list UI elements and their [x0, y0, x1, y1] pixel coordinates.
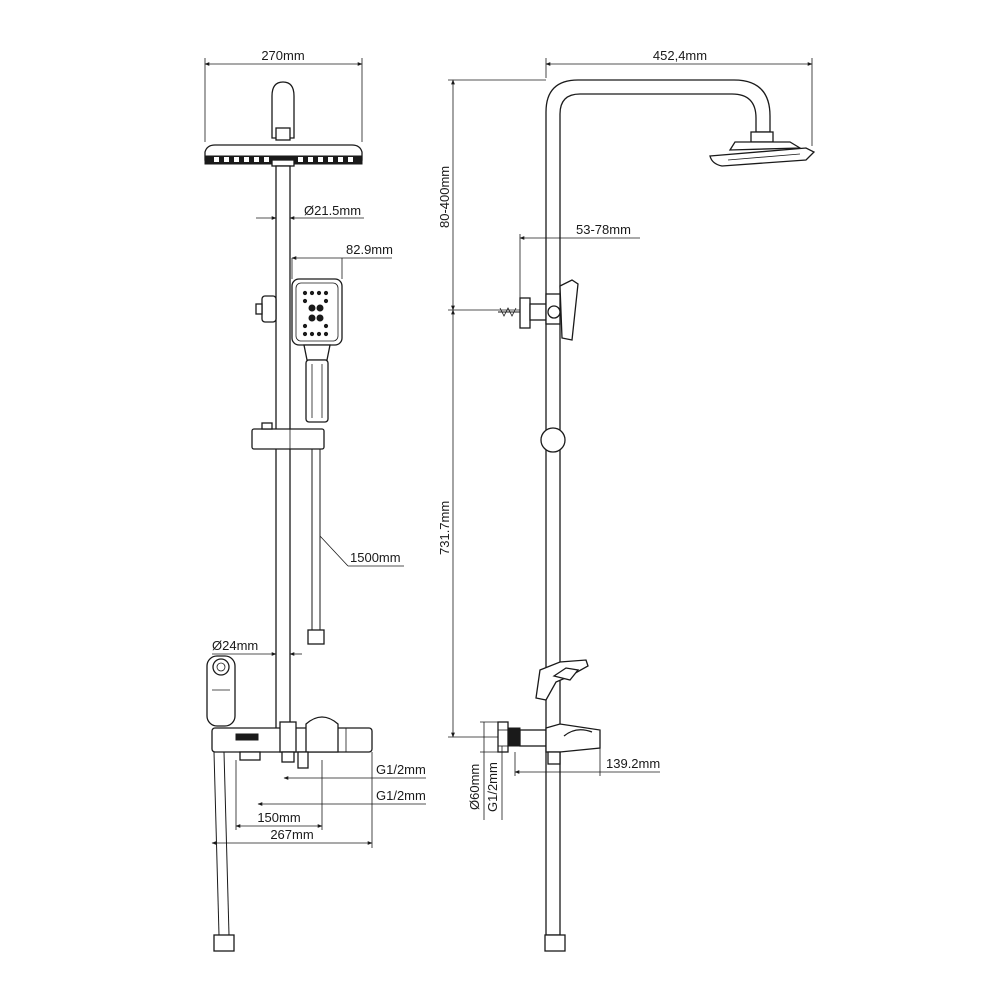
- side-view: 452,4mm 53-78mm 80-400mm 731.7mm 139.2mm…: [437, 48, 816, 952]
- dim-side-thread: G1/2mm: [485, 762, 500, 812]
- front-view: 270mm Ø21.5mm 82.9mm 1500mm Ø24mm G1/2mm…: [204, 48, 426, 952]
- dim-hose-length: 1500mm: [350, 550, 401, 565]
- front-rain-shower-head: [204, 144, 363, 167]
- side-rain-shower-head: [709, 141, 816, 167]
- dim-inlet-thread-1: G1/2mm: [376, 762, 426, 777]
- dim-hand-shower-width: 82.9mm: [346, 242, 393, 257]
- side-mixer: [497, 721, 601, 765]
- dim-upper-height: 80-400mm: [437, 166, 452, 228]
- dim-head-width: 270mm: [261, 48, 304, 63]
- side-riser-and-arm: [545, 79, 774, 936]
- dim-pipe-diameter-top: Ø21.5mm: [304, 203, 361, 218]
- side-slider-knob: [540, 427, 566, 453]
- front-shower-hose: [307, 449, 325, 645]
- dim-lower-height: 731.7mm: [437, 501, 452, 555]
- front-diverter-knob: [255, 295, 277, 323]
- dim-arm-reach: 452,4mm: [653, 48, 707, 63]
- front-thermostatic-mixer: [211, 716, 373, 769]
- dim-escutcheon-diameter: Ø60mm: [467, 764, 482, 810]
- dim-mixer-width: 267mm: [270, 827, 313, 842]
- front-lower-hose: [213, 751, 235, 952]
- side-bottom-foot: [544, 934, 566, 952]
- dim-spout-projection: 139.2mm: [606, 756, 660, 771]
- dim-inlet-spacing: 150mm: [257, 810, 300, 825]
- front-hand-shower: [291, 278, 343, 423]
- dim-pipe-diameter-bottom: Ø24mm: [212, 638, 258, 653]
- front-hand-spray: [206, 655, 236, 727]
- side-hand-shower: [547, 279, 579, 341]
- front-slider-bracket: [251, 422, 325, 450]
- side-hand-spray: [535, 659, 589, 701]
- dim-bracket-range: 53-78mm: [576, 222, 631, 237]
- front-top-pipe: [271, 81, 295, 141]
- dim-inlet-thread-2: G1/2mm: [376, 788, 426, 803]
